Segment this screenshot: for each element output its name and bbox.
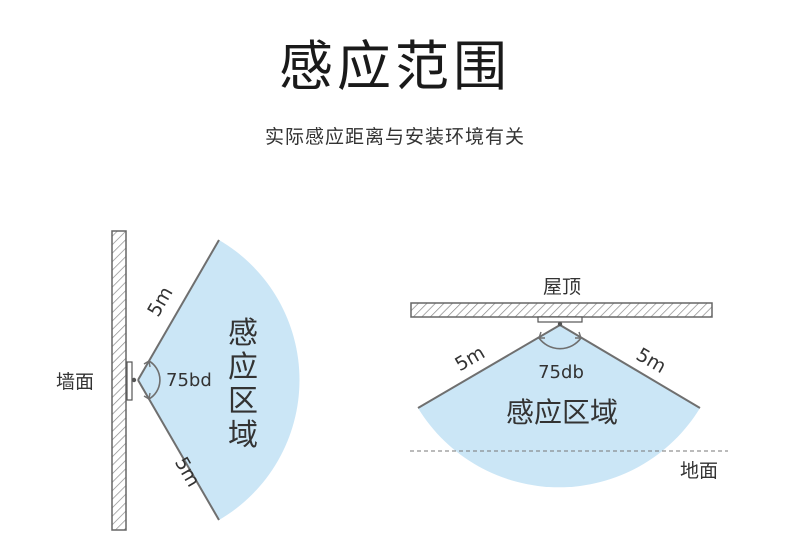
wall xyxy=(111,230,127,531)
ceiling-angle-arc xyxy=(538,337,582,350)
wall-boundary-top xyxy=(137,239,220,381)
ceiling-boundary-left xyxy=(417,324,561,409)
ceiling-angle-label: 75db xyxy=(538,362,584,383)
ceiling-angle-arrow-right xyxy=(575,331,582,339)
wall-distance-top: 5m xyxy=(143,283,177,321)
wall-sensor-device xyxy=(126,361,133,401)
wall-zone-char-2: 应 xyxy=(228,350,258,385)
wall-zone-char-3: 区 xyxy=(228,384,258,419)
ceiling-angle-arrow-left xyxy=(538,331,545,339)
ceiling-zone-label: 感应区域 xyxy=(506,396,618,429)
wall-angle-arrow-bottom xyxy=(143,392,151,401)
page-subtitle: 实际感应距离与安装环境有关 xyxy=(264,126,525,148)
ceiling-mount-diagram: 屋顶 地面 5m 5m 75db 感应区域 xyxy=(410,276,728,488)
ceiling-sensor-device xyxy=(537,316,583,323)
ceiling-label: 屋顶 xyxy=(543,276,581,298)
page-title: 感应范围 xyxy=(279,35,511,98)
wall-sensing-zone xyxy=(138,240,300,520)
ceiling xyxy=(410,302,713,318)
wall-angle-arc xyxy=(148,360,161,400)
wall-boundary-bottom xyxy=(137,379,220,521)
ceiling-boundary-right xyxy=(559,324,701,409)
wall-angle-arrow-top xyxy=(143,359,151,368)
ceiling-sensing-zone xyxy=(418,325,700,488)
wall-zone-char-1: 感 xyxy=(228,316,258,351)
floor-label: 地面 xyxy=(680,460,718,482)
wall-mount-diagram: 墙面 5m 5m 75bd 感 应 区 域 xyxy=(56,230,300,531)
wall-angle-label: 75bd xyxy=(166,370,212,391)
wall-sensor-lens xyxy=(131,377,137,383)
ceiling-sensor-lens xyxy=(557,321,563,327)
wall-label: 墙面 xyxy=(56,371,94,393)
wall-zone-char-4: 域 xyxy=(228,418,258,453)
